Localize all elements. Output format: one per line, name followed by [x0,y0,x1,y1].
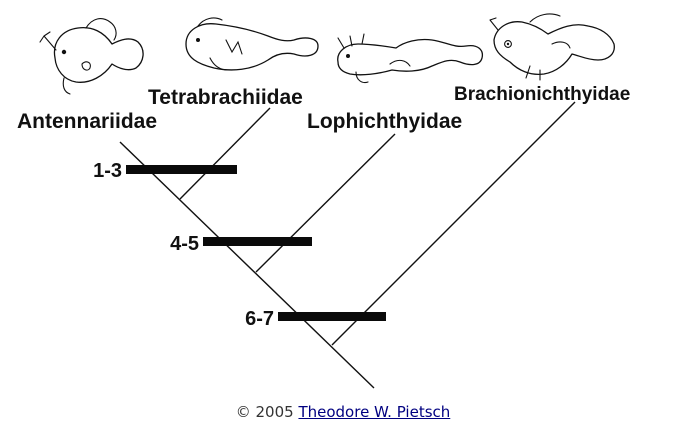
node-label-1: 1-3 [93,160,122,182]
brachionichthyid-fish-illustration [489,13,615,81]
copyright-caption: © 2005 Theodore W. Pietsch [0,403,686,421]
main-trunk [119,141,375,389]
taxon-label-lophichthyidae: Lophichthyidae [307,110,462,133]
node-label-3: 6-7 [245,308,274,330]
taxon-label-antennariidae: Antennariidae [17,110,157,133]
cladogram: 1-3 4-5 6-7 Antennariidae Tetrabrachiida… [17,13,630,389]
character-bar-3 [278,312,386,321]
node-label-2: 4-5 [170,233,199,255]
branch-tetrabrachiidae [179,107,271,200]
taxon-label-brachionichthyidae: Brachionichthyidae [454,84,630,105]
branch-lophichthyidae [255,133,396,273]
antennariid-fish-illustration [39,18,144,95]
character-bars [126,165,386,321]
author-link[interactable]: Theodore W. Pietsch [298,403,451,421]
taxon-label-tetrabrachiidae: Tetrabrachiidae [148,86,303,109]
lophichthyid-fish-illustration [337,33,484,84]
branch-brachionichthyidae [331,101,576,346]
tree-branches [119,101,576,389]
tetrabrachiid-fish-illustration [185,17,319,71]
character-bar-2 [203,237,312,246]
copyright-notice: © 2005 [235,403,294,421]
character-bar-1 [126,165,237,174]
